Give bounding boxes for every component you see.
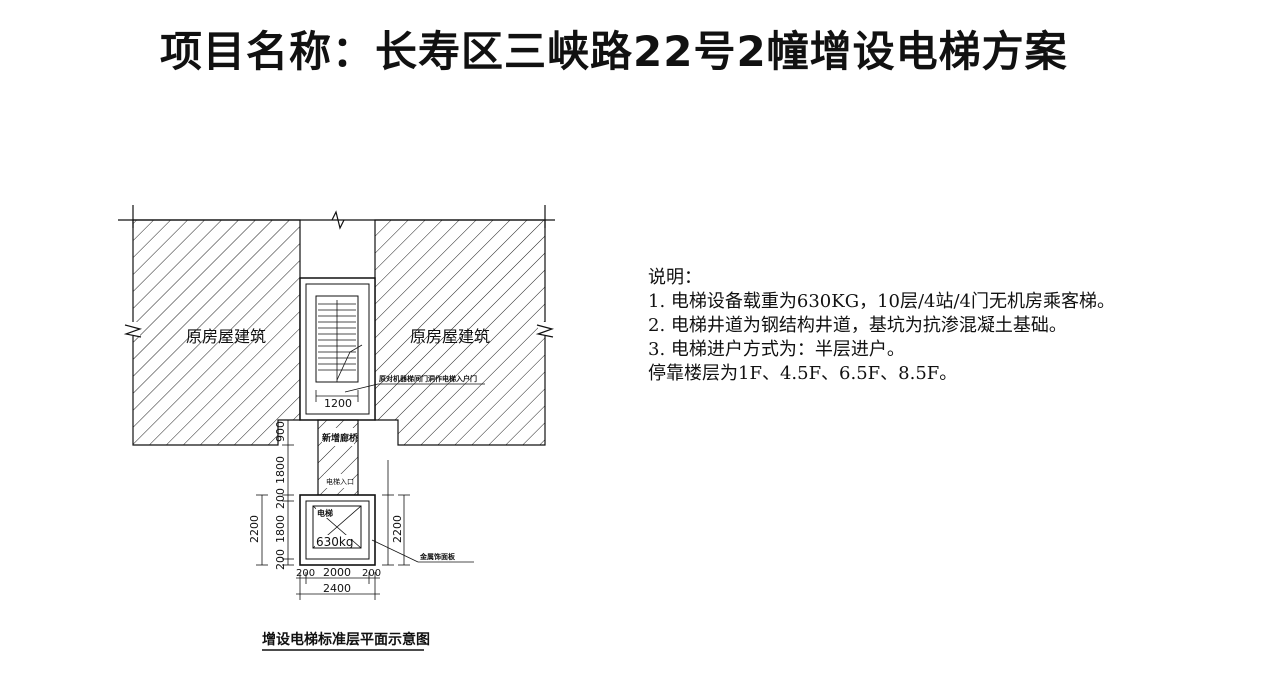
right-building-label: 原房屋建筑 <box>410 327 490 346</box>
dim-2400: 2400 <box>323 582 351 595</box>
metal-cladding-leader: 金属饰面板 <box>371 539 474 563</box>
notes-line-2: 2. 电梯井道为钢结构井道，基坑为抗渗混凝土基础。 <box>648 315 1067 336</box>
dim-200-a: 200 <box>274 488 287 509</box>
stair-treads <box>318 300 363 382</box>
notes-line-1: 1. 电梯设备载重为630KG，10层/4站/4门无机房乘客梯。 <box>648 291 1116 312</box>
dim-2000: 2000 <box>323 566 351 579</box>
existing-building-left <box>132 219 301 446</box>
page-title: 项目名称：长寿区三峡路22号2幢增设电梯方案 <box>160 27 1068 76</box>
dim-2200-left: 2200 <box>248 515 261 543</box>
door-note-leader: 原对机器梯间门洞作电梯入户门 <box>344 374 485 393</box>
notes-block: 说明： 1. 电梯设备载重为630KG，10层/4站/4门无机房乘客梯。 2. … <box>648 266 1115 386</box>
dim-900: 900 <box>274 421 287 442</box>
left-building-label: 原房屋建筑 <box>186 327 266 346</box>
notes-line-4: 停靠楼层为1F、4.5F、6.5F、8.5F。 <box>648 363 958 384</box>
svg-text:新增廊桥: 新增廊桥 <box>322 432 359 444</box>
notes-heading: 说明： <box>648 267 702 288</box>
dim-200-b: 200 <box>274 549 287 570</box>
plan-caption: 增设电梯标准层平面示意图 <box>262 631 430 648</box>
side-break-marks <box>123 322 555 338</box>
dim-1800-upper: 1800 <box>274 456 287 484</box>
notes-line-3: 3. 电梯进户方式为：半层进户。 <box>648 339 905 360</box>
svg-text:原对机器梯间门洞作电梯入户门: 原对机器梯间门洞作电梯入户门 <box>379 374 477 383</box>
dim-200-c: 200 <box>296 568 315 579</box>
bottom-dimensions <box>296 572 380 600</box>
new-corridor-bridge: 新增廊桥 电梯入口 <box>317 419 359 496</box>
svg-text:电梯入口: 电梯入口 <box>326 477 354 486</box>
svg-text:630kg: 630kg <box>316 535 353 549</box>
elevator-shaft: 电梯 630kg <box>299 494 376 566</box>
left-dimensions <box>256 419 294 566</box>
dim-200-d: 200 <box>362 568 381 579</box>
svg-text:1200: 1200 <box>324 397 352 410</box>
dim-1800-lower: 1800 <box>274 515 287 543</box>
right-dimensions <box>382 460 410 566</box>
dim-2200-right: 2200 <box>391 515 404 543</box>
dim-1200: 1200 <box>315 390 359 410</box>
svg-text:金属饰面板: 金属饰面板 <box>419 552 456 561</box>
svg-text:电梯: 电梯 <box>317 508 333 518</box>
